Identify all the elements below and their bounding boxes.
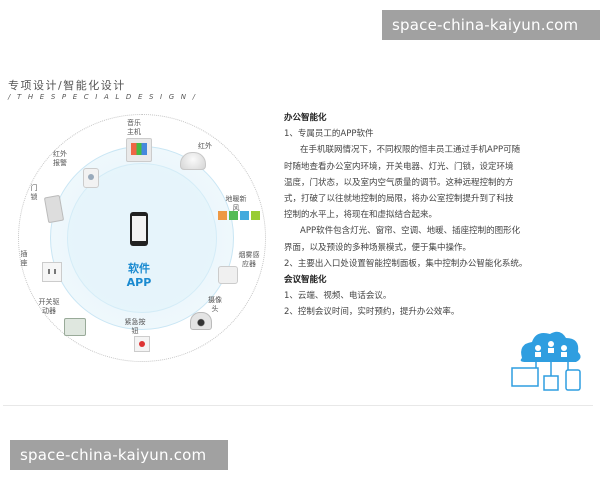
item-control-panel: 2、主要出入口处设置智能控制面板，集中控制办公智能化系统。 [284, 258, 528, 269]
node-label-smoke: 烟雾感应器 [238, 251, 260, 268]
smoke-sensor-icon [218, 266, 238, 284]
watermark-bottom: space-china-kaiyun.com [10, 440, 228, 470]
music-panel-icon [126, 138, 152, 162]
smoke-dome-icon [180, 152, 206, 170]
section-heading: 专项设计/智能化设计 [8, 79, 126, 92]
app-center-label: 软件 APP [126, 262, 152, 289]
socket-icon [42, 262, 62, 282]
node-label-floor-heat: 地暖新风 [225, 195, 247, 212]
divider [3, 405, 593, 406]
camera-icon [190, 312, 212, 330]
floor-heat-icons [218, 205, 264, 220]
section-title-meeting: 会议智能化 [284, 275, 327, 286]
para1-line4: 式，打破了以往就地控制的局限，将办公室控制提升到了科技 [284, 194, 514, 205]
para1-line2: 时随地查看办公室内环境，开关电器、灯光、门锁，设定环境 [284, 161, 514, 172]
para1-line3: 温度，门状态，以及室内空气质量的调节。这种远程控制的方 [284, 177, 514, 188]
item-app: 1、专属员工的APP软件 [284, 129, 374, 140]
emergency-button-icon [134, 336, 150, 352]
para2-line2: 界面，以及预设的多种场景模式，便于集中操作。 [284, 242, 472, 253]
cloud-network-icon [508, 324, 590, 394]
switch-driver-icon [64, 318, 86, 336]
node-label-socket: 插座 [20, 250, 28, 267]
para2-line1: APP软件包含灯光、窗帘、空调、地暖、插座控制的图形化 [300, 226, 521, 237]
node-label-emergency: 紧急按钮 [124, 318, 146, 335]
section-title-office: 办公智能化 [284, 113, 327, 123]
infrared-sensor-icon [83, 168, 99, 188]
node-label-door-lock: 门锁 [30, 184, 38, 201]
node-label-switch: 开关驱动器 [38, 298, 60, 315]
section-heading-en: / T H E S P E C I A L D E S I G N / [8, 93, 198, 101]
meeting-item1: 1、云端、视频、电话会议。 [284, 291, 392, 302]
outer-dotted-ring [18, 114, 266, 362]
node-label-camera: 摄像头 [208, 296, 222, 313]
phone-icon [130, 212, 148, 246]
description-text: 办公智能化 1、专属员工的APP软件 在手机联网情况下，不同权限的恒丰员工通过手… [284, 110, 584, 321]
node-label-red-outside: 红外 [198, 142, 212, 150]
para1-line1: 在手机联网情况下，不同权限的恒丰员工通过手机APP可随 [300, 145, 521, 156]
node-label-music: 音乐主机 [127, 119, 141, 136]
meeting-item2: 2、控制会议时间，实时预约，提升办公效率。 [284, 307, 460, 318]
para1-line5: 控制的水平上，将现在和虚拟结合起来。 [284, 210, 438, 221]
node-label-infrared: 红外报警 [53, 150, 67, 167]
watermark-top: space-china-kaiyun.com [382, 10, 600, 40]
